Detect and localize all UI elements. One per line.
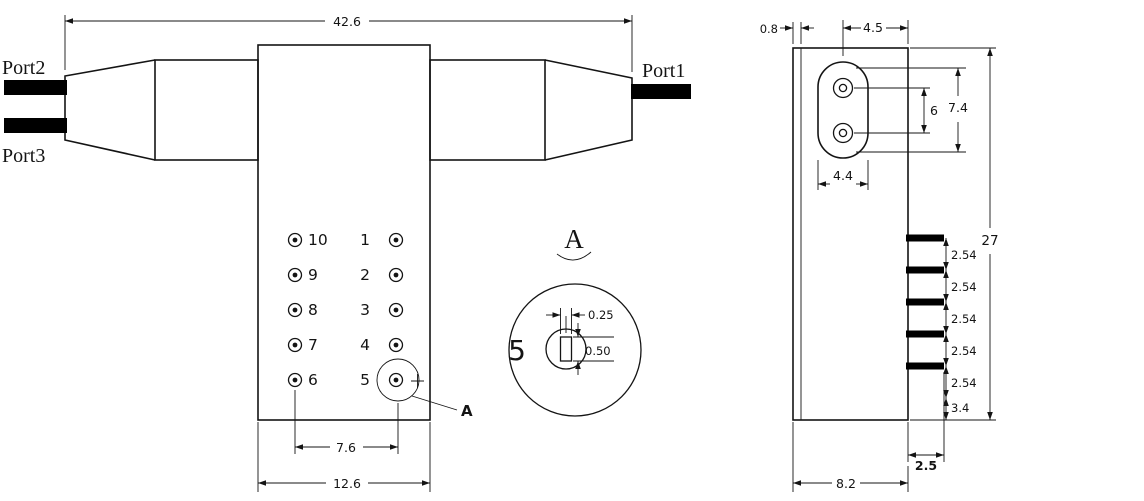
port3-fiber: [4, 118, 67, 133]
pin-label: 6: [308, 371, 318, 389]
port2-fiber: [4, 80, 67, 95]
dim-pin-pitch-value-5: 2.54: [951, 376, 977, 390]
dim-extension-lines: [856, 67, 966, 153]
pin-left-8: 8: [287, 301, 318, 319]
pin-left-7: 7: [287, 336, 318, 354]
pin-label: 7: [308, 336, 318, 354]
right-collimator-outline: [429, 59, 546, 161]
pin-label: 8: [308, 301, 318, 319]
dim-wall-value: 0.8: [760, 22, 778, 36]
pin-left-10: 10: [287, 231, 328, 249]
dim-pin-pitch-value-2: 2.54: [951, 280, 977, 294]
dim-hole-pitch-value: 6: [930, 103, 938, 118]
detail-view-arc: [556, 251, 592, 261]
bore-hole-top: [832, 77, 854, 99]
front-body-outline: [257, 44, 431, 421]
pin-right-4: 4: [360, 336, 404, 354]
front-view: Port2 Port3 Port1 42.6 10 9 8: [2, 14, 691, 492]
pin-right-1: 1: [360, 231, 404, 249]
dim-pin-span: 7.6: [294, 390, 399, 455]
dim-pin-length-value: 2.5: [915, 458, 937, 473]
side-body-outline: [792, 47, 909, 421]
dim-extension-lines: [792, 22, 802, 44]
detail-pin-circle: [545, 328, 587, 370]
detail-view: A 5 0.25 0.50: [508, 224, 642, 417]
bore-stadium-outline: [817, 61, 869, 159]
pin-right-2: 2: [360, 266, 404, 284]
dim-extension-lines: [64, 15, 633, 72]
pin-label: 2: [360, 266, 370, 284]
dim-slot-height-value: 0.50: [585, 344, 611, 358]
dim-body-width-value: 12.6: [333, 476, 361, 491]
pin-right-3: 3: [360, 301, 404, 319]
pin-label: 1: [360, 231, 370, 249]
right-taper-outline: [544, 59, 633, 161]
detail-view-letter: A: [564, 224, 584, 254]
dim-slot-outer-width: 4.4: [817, 160, 869, 190]
pin-left-6: 6: [287, 371, 318, 389]
detail-callout: A: [376, 358, 473, 420]
dim-top-offset-value: 4.5: [863, 20, 883, 35]
detail-pin-number: 5: [508, 334, 526, 367]
pin-grid: 10 9 8 7 6 1 2: [287, 231, 404, 389]
dim-hole-span: 7.4: [856, 67, 968, 153]
side-view: 0.8 4.5 6 7.4 4.4: [760, 20, 999, 492]
port3-label: Port3: [2, 145, 45, 167]
dim-top-offset: 4.5: [842, 20, 909, 56]
callout-letter: A: [461, 402, 473, 420]
bore-hole-bottom: [832, 122, 854, 144]
callout-leader-line: [411, 395, 458, 411]
dim-overall-width: 42.6: [64, 14, 633, 72]
side-pin-4: [906, 330, 944, 338]
dim-extension-lines: [854, 87, 930, 134]
port1-label: Port1: [642, 60, 685, 82]
pin-right-5: 5: [360, 371, 404, 389]
pin-label: 5: [360, 371, 370, 389]
dim-body-width: 12.6: [257, 422, 431, 492]
side-pin-2: [906, 266, 944, 274]
side-pin-3: [906, 298, 944, 306]
dim-pin-length: 2.5: [907, 372, 945, 473]
dim-slot-width: 0.25: [546, 308, 614, 334]
dim-overall-height: 27: [910, 47, 999, 421]
side-pin-1: [906, 234, 944, 242]
pin-label: 10: [308, 231, 328, 249]
dim-extension-lines: [907, 372, 945, 462]
dim-slot-width-value: 0.25: [588, 308, 614, 322]
pin-label: 9: [308, 266, 318, 284]
detail-pin-slot: [559, 336, 573, 362]
detail-boundary-circle: [508, 283, 642, 417]
pin-label: 4: [360, 336, 370, 354]
pin-left-9: 9: [287, 266, 318, 284]
dim-pin-pitch-value-1: 2.54: [951, 248, 977, 262]
port1-fiber: [631, 84, 691, 99]
dim-body-depth-value: 8.2: [836, 476, 856, 491]
side-pins: [906, 234, 944, 370]
left-taper-outline: [64, 59, 156, 161]
dim-extension-lines: [294, 390, 399, 454]
crosshair-icon: [411, 374, 424, 388]
dim-pin-span-value: 7.6: [336, 440, 356, 455]
dim-hole-span-value: 7.4: [948, 100, 968, 115]
dim-pin-pitch-chain: 2.54 2.54 2.54 2.54 2.54 3.4: [943, 238, 977, 420]
dim-pin-bottom-value: 3.4: [951, 401, 969, 415]
dim-pin-pitch-value-3: 2.54: [951, 312, 977, 326]
dim-overall-height-value: 27: [981, 233, 998, 249]
dim-body-depth: 8.2: [792, 422, 909, 492]
dim-overall-width-value: 42.6: [333, 14, 361, 29]
port2-label: Port2: [2, 57, 45, 79]
dim-wall-thickness: 0.8: [760, 22, 814, 44]
pin-label: 3: [360, 301, 370, 319]
dim-slot-height: 0.50: [573, 323, 614, 375]
dim-slot-outer-width-value: 4.4: [833, 168, 853, 183]
dim-pin-pitch-value-4: 2.54: [951, 344, 977, 358]
dim-hole-pitch: 6: [854, 87, 938, 134]
left-collimator-outline: [154, 59, 259, 161]
callout-circle: [376, 358, 420, 402]
dim-extension-lines: [910, 47, 996, 421]
side-pin-5: [906, 362, 944, 370]
